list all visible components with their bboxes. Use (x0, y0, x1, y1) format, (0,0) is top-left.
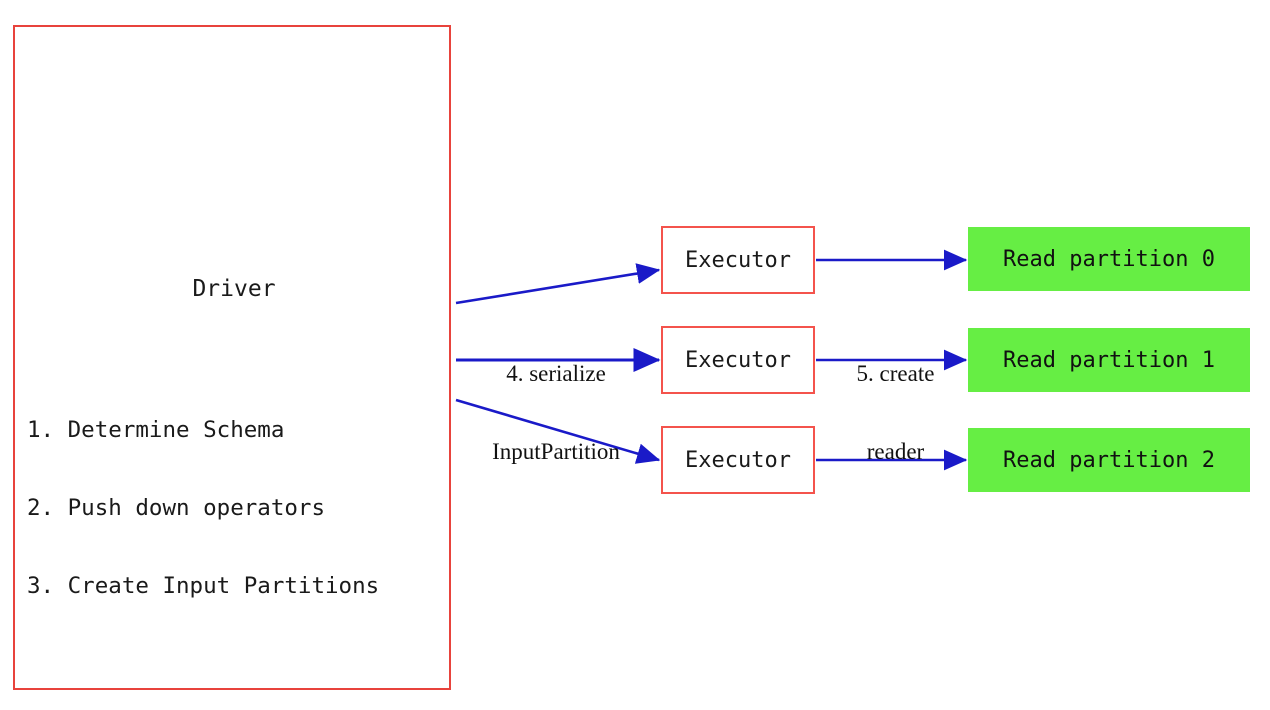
edge-label-serialize-line2: InputPartition (492, 439, 620, 464)
driver-step-2: 2. Push down operators (27, 495, 326, 521)
driver-step-1: 1. Determine Schema (27, 417, 285, 443)
partition-node-1: Read partition 1 (968, 328, 1250, 392)
edge-label-create-reader-line2: reader (866, 439, 925, 464)
executor-label-3: Executor (685, 447, 791, 473)
partition-label-1: Read partition 1 (1003, 347, 1215, 373)
executor-label-1: Executor (685, 247, 791, 273)
executor-node-1: Executor (661, 226, 815, 294)
partition-label-0: Read partition 0 (1003, 246, 1215, 272)
edge-label-serialize-input-partition: 4. serialize InputPartition (466, 309, 646, 517)
partition-node-2: Read partition 2 (968, 428, 1250, 492)
edge-label-create-reader-line1: 5. create (856, 361, 935, 386)
partition-node-0: Read partition 0 (968, 227, 1250, 291)
executor-node-3: Executor (661, 426, 815, 494)
executor-label-2: Executor (685, 347, 791, 373)
driver-step-list: 1. Determine Schema 2. Push down operato… (27, 365, 379, 651)
driver-node (13, 25, 451, 690)
executor-node-2: Executor (661, 326, 815, 394)
driver-step-3: 3. Create Input Partitions (27, 573, 380, 599)
driver-title: Driver (192, 276, 276, 302)
partition-label-2: Read partition 2 (1003, 447, 1215, 473)
edge-label-create-reader: 5. create reader (828, 309, 963, 517)
edge-label-serialize-line1: 4. serialize (506, 361, 606, 386)
edge-driver-to-executor-1 (455, 263, 661, 305)
